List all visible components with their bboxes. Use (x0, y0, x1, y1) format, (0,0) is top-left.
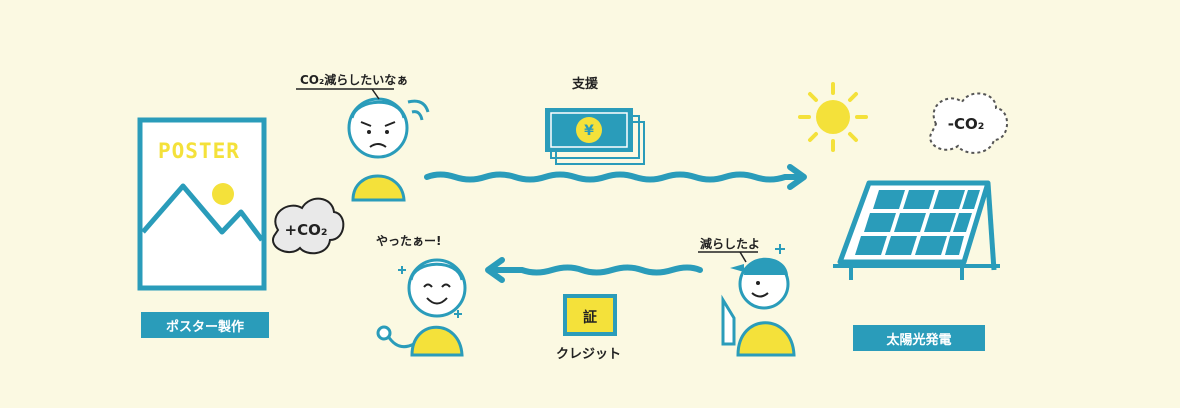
reduction-label: -CO₂ (948, 115, 985, 133)
emission-cloud-icon (272, 197, 345, 255)
certificate-symbol: 証 (583, 309, 597, 326)
poster-illustration (137, 117, 267, 291)
installer-illustration (721, 244, 796, 357)
poster-caption: ポスター製作 (141, 312, 269, 338)
credit-arrow (485, 257, 703, 283)
worried-person-speech: CO₂減らしたいなぁ (300, 73, 409, 87)
certificate-icon (563, 294, 617, 336)
solar-caption: 太陽光発電 (853, 325, 985, 351)
happy-person-speech: やったぁー! (376, 234, 442, 248)
sun-icon (212, 183, 234, 205)
yen-symbol: ¥ (584, 123, 594, 139)
happy-person-illustration (376, 258, 467, 357)
sun-icon (798, 82, 868, 152)
banknote-stack-icon (545, 108, 645, 165)
solar-panel-illustration (833, 180, 1000, 280)
reduction-cloud-icon (929, 92, 1008, 154)
worried-person-illustration (347, 97, 430, 202)
support-label: 支援 (572, 77, 599, 92)
installer-speech: 減らしたよ (700, 237, 761, 251)
credit-label: クレジット (556, 347, 622, 362)
emission-label: +CO₂ (285, 221, 328, 239)
poster-title: POSTER (158, 139, 240, 163)
support-arrow (424, 164, 807, 190)
